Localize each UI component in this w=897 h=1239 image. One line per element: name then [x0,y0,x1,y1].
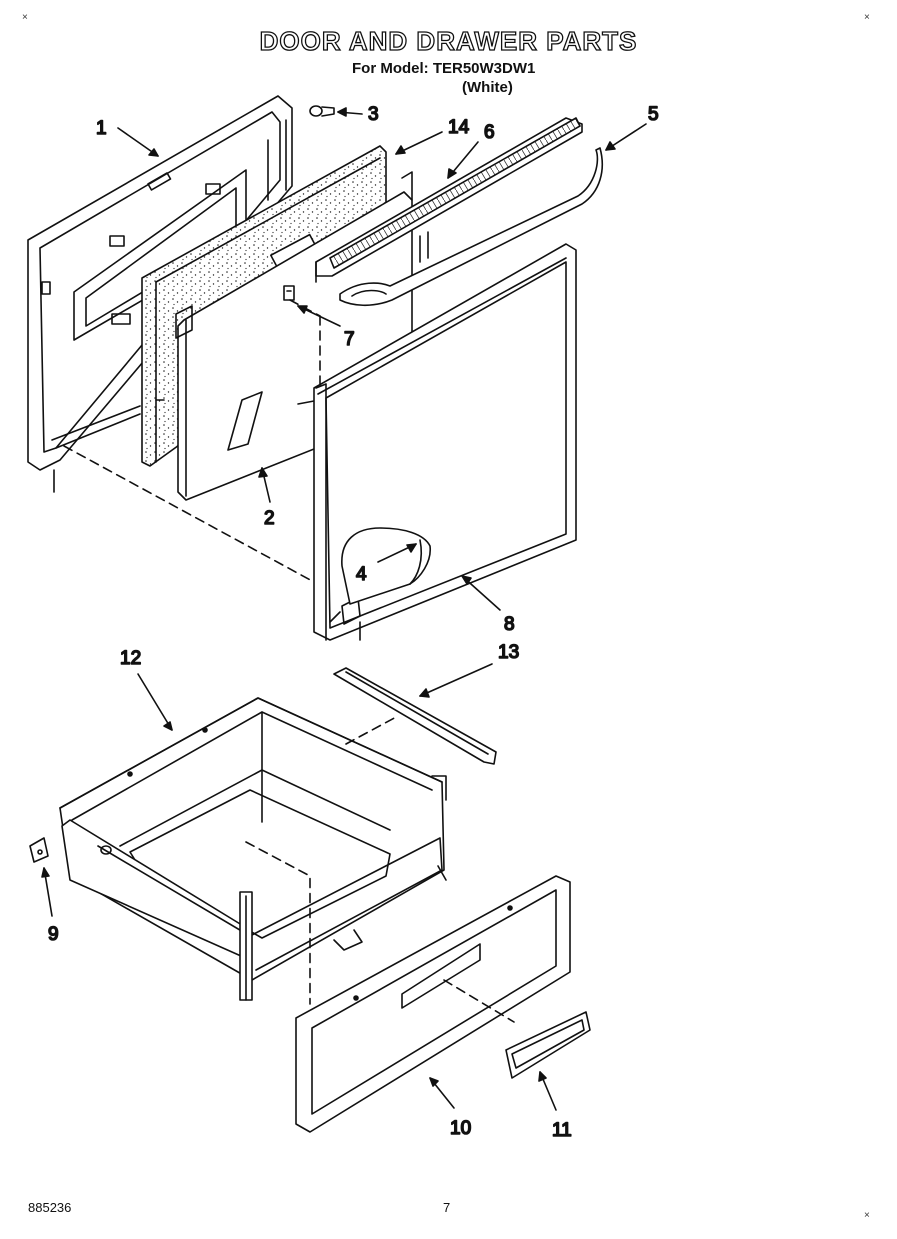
callout-13: 13 [498,642,519,663]
assembly-dashed-lines [63,299,515,1023]
callout-2: 2 [264,508,275,529]
page-title: DOOR AND DRAWER PARTS [259,25,638,56]
model-line: For Model: TER50W3DW1 [352,60,536,77]
callout-7: 7 [344,329,355,350]
callout-1: 1 [96,118,107,139]
part-6-door-trim [315,117,583,283]
callout-9: 9 [48,924,59,945]
callout-4: 4 [356,564,367,585]
corner-mark-bottom-right: × [864,1210,870,1221]
callout-leaders [41,107,647,1111]
callout-6: 6 [484,122,495,143]
callout-3: 3 [368,104,379,125]
part-7-clip [283,285,295,301]
color-note: (White) [462,79,513,96]
part-12-drawer-body [59,697,447,1001]
callout-14: 14 [448,117,470,138]
part-9-drawer-bracket [29,837,49,863]
corner-mark-top-left: × [22,12,28,23]
callout-5: 5 [648,104,659,125]
part-5-door-handle [339,147,604,307]
callout-labels: 1 2 3 4 5 6 7 8 9 10 11 12 13 14 [47,103,659,1142]
callout-12: 12 [120,648,141,669]
page-number: 7 [443,1200,451,1215]
part-11-drawer-handle [505,1011,591,1079]
part-3-screw [309,105,335,117]
corner-mark-top-right: × [864,12,870,23]
document-number: 885236 [28,1200,72,1215]
callout-10: 10 [450,1118,471,1139]
callout-8: 8 [504,614,515,635]
part-10-drawer-front [295,875,571,1133]
callout-11: 11 [552,1120,572,1141]
part-13-drawer-rail [333,667,497,765]
